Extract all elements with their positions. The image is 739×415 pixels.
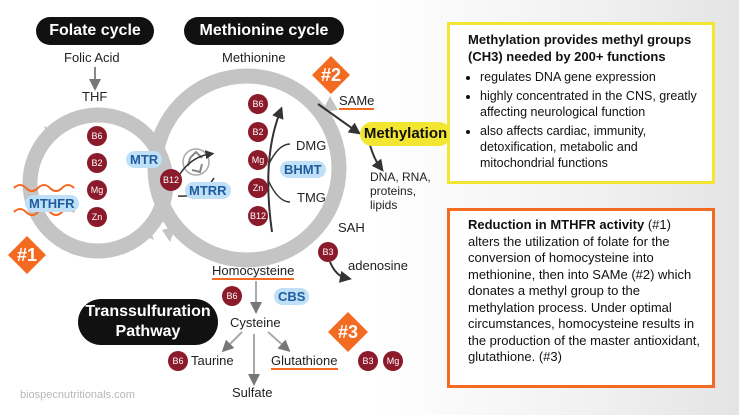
transsulfuration-line-1: Transsulfuration	[85, 303, 211, 320]
cofactor-circle: B12	[248, 206, 268, 226]
same-methylation-arrow	[317, 103, 361, 135]
glutathione-text: Glutathione	[271, 353, 338, 370]
cofactor-circle: B6	[168, 351, 188, 371]
mthfr-info-box: Reduction in MTHFR activity (#1) alters …	[447, 208, 715, 388]
folic-acid-label: Folic Acid	[64, 50, 120, 65]
methylation-info-list: regulates DNA gene expression highly con…	[468, 69, 704, 171]
bhmt-arrow	[267, 106, 284, 233]
cofactor-circle: B3	[358, 351, 378, 371]
methylation-info-item: highly concentrated in the CNS, greatly …	[480, 88, 704, 120]
dna-line-1: DNA, RNA,	[370, 170, 431, 184]
cofactor-circle: B12	[160, 169, 182, 191]
mthfr-squiggle	[13, 184, 75, 192]
dna-line-2: proteins,	[370, 184, 417, 198]
methylation-info-box: Methylation provides methyl groups (CH3)…	[447, 22, 715, 184]
methionine-label: Methionine	[222, 50, 286, 65]
cofactor-circle: Mg	[87, 180, 107, 200]
watermark: biospecnutritionals.com	[20, 389, 135, 401]
cofactor-circle: B6	[248, 94, 268, 114]
cofactor-circle: B3	[318, 242, 338, 262]
mthfr-info-body: (#1) alters the utilization of folate fo…	[468, 217, 700, 364]
sulfate-label: Sulfate	[232, 385, 273, 400]
cofactor-circle: B6	[87, 126, 107, 146]
cysteine-label: Cysteine	[230, 315, 281, 330]
adenosine-label: adenosine	[348, 258, 408, 273]
methylation-info-title: Methylation provides methyl groups (CH3)…	[468, 32, 692, 64]
homocysteine-text: Homocysteine	[212, 263, 295, 280]
sah-adenosine-arrow	[329, 261, 352, 283]
recycle-icon	[182, 148, 210, 176]
mthfr-info-bold: Reduction in MTHFR activity	[468, 217, 645, 232]
cofactor-circle: Mg	[248, 150, 268, 170]
same-label: SAMe	[339, 93, 375, 110]
methylation-badge: Methylation	[360, 122, 451, 146]
thf-label: THF	[82, 89, 108, 104]
transsulfuration-title: Transsulfuration Pathway	[78, 299, 218, 345]
ring-arrowhead	[162, 226, 176, 242]
sah-label: SAH	[338, 220, 365, 235]
same-text: SAMe	[339, 93, 375, 110]
mtr-enzyme: MTR	[126, 151, 163, 168]
dmg-curve	[267, 143, 291, 167]
cofactor-circle: B2	[87, 153, 107, 173]
glutathione-label: Glutathione	[271, 353, 338, 370]
homocysteine-label: Homocysteine	[212, 263, 295, 280]
cbs-enzyme: CBS	[274, 288, 310, 305]
tmg-curve	[267, 179, 291, 203]
cysteine-glutathione-arrow	[267, 331, 291, 352]
cofactor-circle: B6	[222, 286, 242, 306]
cofactor-circle: Zn	[87, 207, 107, 227]
dna-products-label: DNA, RNA, proteins, lipids	[370, 170, 431, 212]
bhmt-enzyme: BHMT	[280, 161, 326, 178]
mthfr-enzyme: MTHFR	[25, 195, 79, 212]
mtrr-enzyme: MTRR	[185, 182, 231, 199]
methylation-info-item: also affects cardiac, immunity, detoxifi…	[480, 123, 704, 171]
transsulfuration-line-2: Pathway	[115, 323, 181, 340]
ring-arrowhead	[44, 126, 58, 142]
cofactor-circle: B2	[248, 122, 268, 142]
cofactor-circle: Mg	[383, 351, 403, 371]
ring-arrowhead	[140, 224, 154, 240]
mthfr-info-text: Reduction in MTHFR activity (#1) alters …	[468, 217, 704, 366]
cofactor-circle: Zn	[248, 178, 268, 198]
methylation-info-item: regulates DNA gene expression	[480, 69, 704, 85]
taurine-label: Taurine	[191, 353, 234, 368]
dna-line-3: lipids	[370, 198, 398, 212]
methylation-dna-arrow	[369, 144, 384, 172]
methionine-cycle-ring	[147, 68, 347, 268]
dmg-label: DMG	[296, 138, 327, 153]
tmg-label: TMG	[297, 190, 326, 205]
methionine-cycle-title: Methionine cycle	[184, 17, 344, 45]
cysteine-taurine-arrow	[221, 331, 243, 353]
ring-arrowhead	[322, 96, 338, 112]
folate-cycle-title: Folate cycle	[36, 17, 154, 45]
